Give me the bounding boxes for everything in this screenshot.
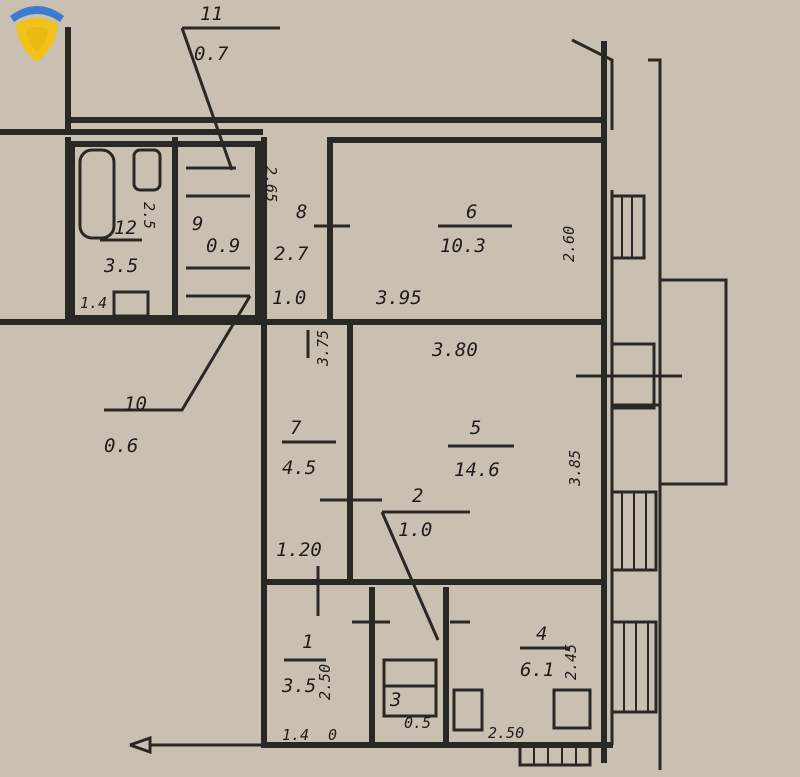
closet-icon — [382, 658, 438, 718]
dim-3-80: 3.80 — [431, 339, 478, 361]
dim-3-85: 3.85 — [566, 450, 584, 487]
room-11-area: 0.7 — [194, 43, 229, 65]
logo-icon — [10, 6, 64, 62]
sink-icon — [112, 290, 150, 318]
leaders — [104, 26, 470, 641]
room-12-area: 3.5 — [103, 255, 138, 277]
room-1-area: 3.5 — [281, 675, 316, 697]
room-1-number: 1 — [302, 631, 313, 653]
dim-2-50-a: 2.50 — [316, 664, 334, 700]
room-12-number: 12 — [114, 217, 137, 239]
room-3-number: 3 — [389, 689, 401, 711]
dim-0: 0 — [328, 726, 337, 744]
room-2-area: 1.0 — [398, 519, 432, 541]
room-5-number: 5 — [470, 417, 481, 439]
windows — [518, 194, 658, 767]
room-3-area: 0.5 — [404, 714, 431, 732]
room-4-number: 4 — [536, 623, 547, 645]
dim-2-50-b: 2.50 — [488, 724, 524, 742]
dim-1-4-a: 1.4 — [80, 294, 107, 312]
room-8-area: 2.7 — [274, 243, 309, 265]
bathtub-icon — [78, 148, 116, 240]
room-6-area: 10.3 — [440, 235, 486, 257]
dim-3-75: 3.75 — [314, 330, 332, 367]
dim-1-4-b: 1.4 — [282, 726, 309, 744]
dim-3-95: 3.95 — [375, 287, 422, 309]
toilet-icon — [132, 148, 162, 192]
dim-1-20: 1.20 — [276, 539, 322, 561]
dim-2-5: 2.5 — [140, 202, 158, 229]
room-5-area: 14.6 — [454, 459, 500, 481]
room-10-number: 10 — [124, 393, 147, 415]
room-9-number: 9 — [192, 213, 203, 235]
room-4-area: 6.1 — [520, 659, 554, 681]
room-8-number: 8 — [296, 201, 307, 223]
room-11-number: 11 — [200, 3, 223, 25]
dim-2-65: 2.65 — [262, 166, 280, 202]
room-2-number: 2 — [412, 485, 423, 507]
stove-icon — [552, 688, 592, 730]
dim-2-60: 2.60 — [560, 226, 578, 262]
dim-1-0: 1.0 — [272, 287, 306, 309]
room-7-area: 4.5 — [282, 457, 316, 479]
cabinet-icon — [452, 688, 484, 732]
room-10-area: 0.6 — [104, 435, 138, 457]
dim-2-45: 2.45 — [562, 644, 580, 680]
fixtures — [78, 148, 592, 732]
walls — [0, 27, 613, 763]
room-9-area: 0.9 — [206, 235, 240, 257]
room-7-number: 7 — [290, 417, 302, 439]
room-6-number: 6 — [466, 201, 477, 223]
